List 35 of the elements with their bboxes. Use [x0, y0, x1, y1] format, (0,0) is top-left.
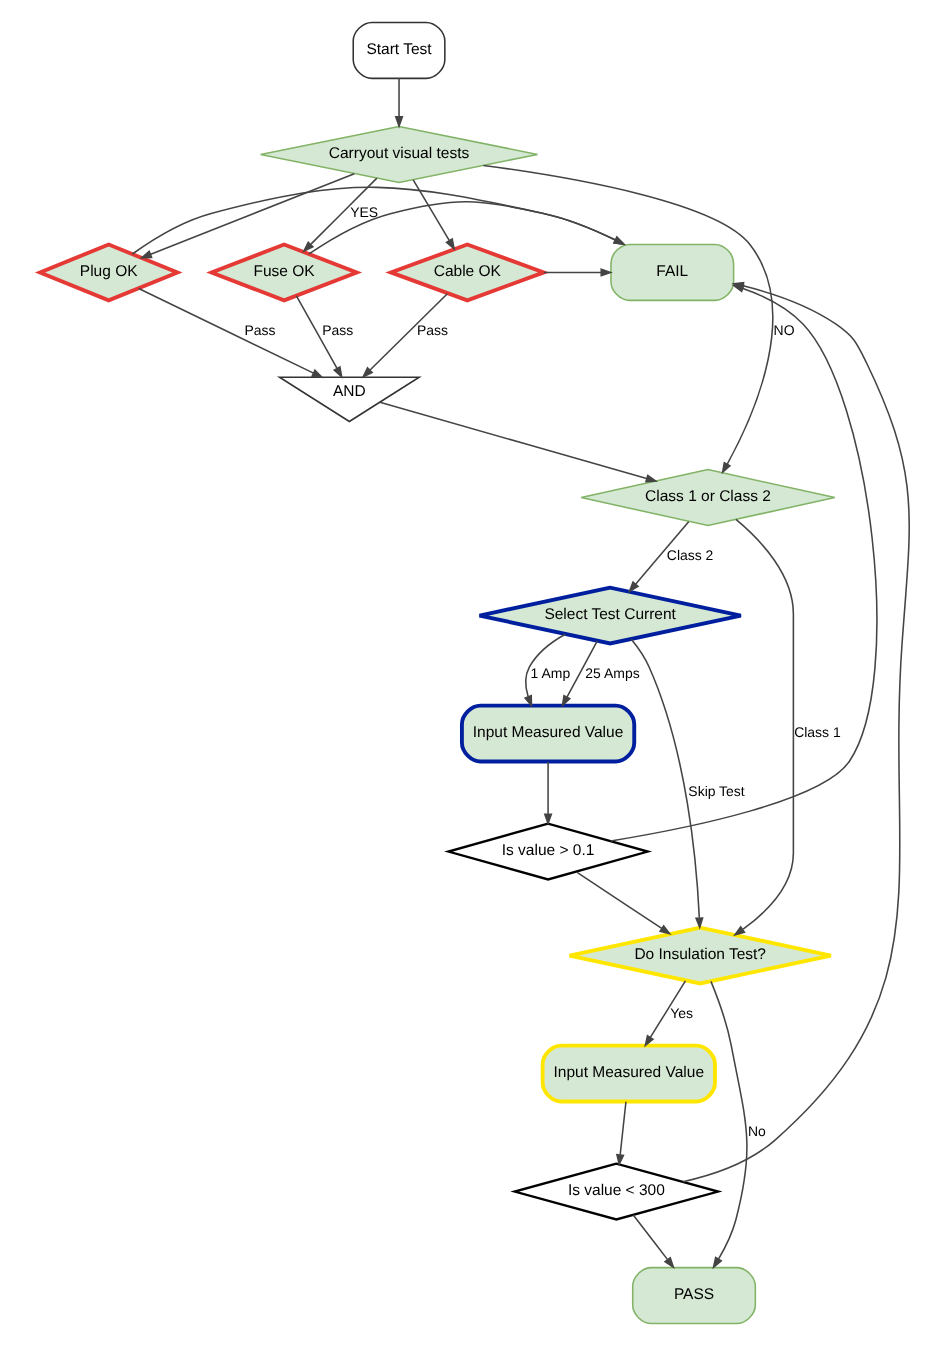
arrow [522, 633, 566, 708]
node-box: FAIL [609, 243, 734, 302]
node-box: Input Measured Value [539, 1043, 716, 1104]
arrow [626, 521, 689, 594]
node-box: Start Test [351, 21, 445, 80]
node-box: PASS [630, 1266, 756, 1325]
arrow [614, 1100, 626, 1167]
node-diamond: Class 1 or Class 2 [579, 468, 835, 527]
arrow [731, 518, 794, 937]
node-diamond: Select Test Current [476, 585, 742, 646]
arrow [542, 760, 552, 826]
arrow [136, 287, 324, 379]
node-box: Input Measured Value [458, 703, 636, 764]
node-diamond: Cable OK [384, 242, 549, 303]
arrow [411, 179, 455, 251]
arrow [574, 871, 671, 936]
arrow [294, 295, 342, 379]
arrow [643, 980, 686, 1048]
arrow [360, 292, 448, 379]
arrow [542, 268, 612, 277]
arrow [709, 980, 747, 1270]
arrow [138, 172, 355, 259]
node-diamond: Plug OK [33, 242, 182, 303]
arrow [301, 177, 377, 253]
arrow [130, 186, 625, 255]
node-diamond: Carryout visual tests [258, 125, 538, 184]
arrow [481, 164, 773, 475]
arrow [560, 640, 598, 708]
arrow [307, 200, 625, 255]
arrow [631, 1214, 674, 1269]
arrow [629, 638, 703, 930]
arrow [378, 401, 658, 483]
arrow [393, 77, 403, 129]
node-diamond: Is value < 300 [509, 1162, 722, 1221]
node-diamond: Is value > 0.1 [443, 822, 652, 881]
